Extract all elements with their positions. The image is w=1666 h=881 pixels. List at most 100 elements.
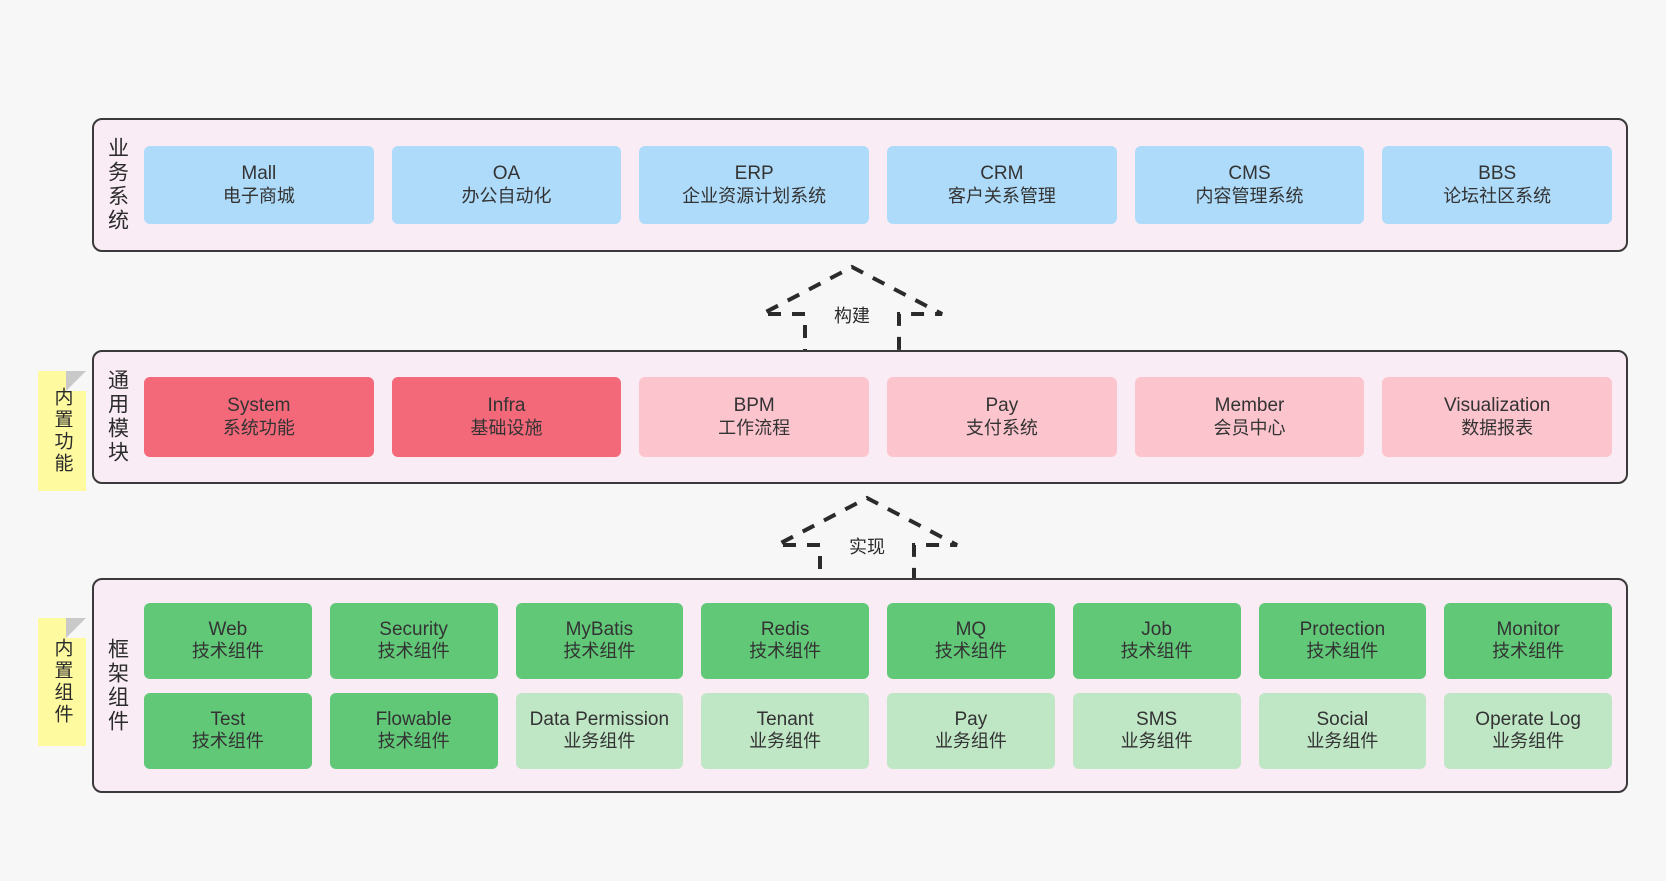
- arrow-build: 构建: [757, 262, 947, 362]
- card-redis[interactable]: Redis 技术组件: [701, 602, 869, 679]
- card-title-cn: 客户关系管理: [947, 185, 1056, 206]
- card-title-en: Mall: [241, 163, 277, 185]
- card-title-cn: 业务组件: [1492, 731, 1565, 752]
- card-data-permission[interactable]: Data Permission 业务组件: [515, 692, 684, 769]
- card-system[interactable]: System 系统功能: [144, 377, 374, 457]
- card-title-en: MyBatis: [565, 618, 634, 640]
- card-title-cn: 系统功能: [222, 417, 295, 438]
- card-title-en: Tenant: [756, 708, 814, 730]
- card-title-en: Job: [1141, 618, 1172, 640]
- card-row-technical: Web 技术组件 Security 技术组件 MyBatis 技术组件 Redi…: [144, 602, 1612, 679]
- sticky-note-builtin-component: 内置组件: [38, 618, 86, 746]
- card-title-cn: 业务组件: [934, 731, 1007, 752]
- card-web[interactable]: Web 技术组件: [144, 602, 312, 679]
- card-title-en: Infra: [487, 395, 526, 417]
- card-title-en: OA: [492, 163, 521, 185]
- layer-business-system: 业务系统 Mall 电子商城 OA 办公自动化 ERP 企业资源计划系统 CRM…: [92, 118, 1628, 252]
- card-row: Mall 电子商城 OA 办公自动化 ERP 企业资源计划系统 CRM 客户关系…: [144, 146, 1613, 224]
- card-title-cn: 技术组件: [191, 731, 264, 752]
- card-title-cn: 技术组件: [1492, 641, 1565, 662]
- card-protection[interactable]: Protection 技术组件: [1258, 602, 1427, 679]
- card-visualization[interactable]: Visualization 数据报表: [1382, 377, 1613, 457]
- card-title-en: Test: [210, 708, 246, 730]
- layer-business-system-body: Mall 电子商城 OA 办公自动化 ERP 企业资源计划系统 CRM 客户关系…: [140, 120, 1626, 250]
- card-title-en: Social: [1316, 708, 1369, 730]
- card-title-cn: 基础设施: [470, 417, 543, 438]
- card-title-en: SMS: [1136, 708, 1178, 730]
- layer-common-module-body: System 系统功能 Infra 基础设施 BPM 工作流程 Pay 支付系统…: [140, 352, 1626, 482]
- card-title-cn: 技术组件: [191, 641, 264, 662]
- layer-business-system-title: 业务系统: [105, 137, 129, 233]
- card-title-cn: 业务组件: [749, 731, 822, 752]
- layer-framework-component-body: Web 技术组件 Security 技术组件 MyBatis 技术组件 Redi…: [140, 580, 1626, 791]
- card-mall[interactable]: Mall 电子商城: [144, 146, 374, 224]
- card-title-en: Pay: [954, 708, 988, 730]
- card-title-en: Data Permission: [529, 708, 670, 730]
- card-title-en: Visualization: [1444, 395, 1551, 417]
- card-sms[interactable]: SMS 业务组件: [1072, 692, 1241, 769]
- card-title-en: Security: [379, 618, 448, 640]
- card-pay-module[interactable]: Pay 支付系统: [887, 377, 1117, 457]
- layer-framework-component-title: 框架组件: [105, 637, 129, 734]
- card-title-cn: 技术组件: [1120, 641, 1193, 662]
- card-title-en: Pay: [985, 395, 1019, 417]
- card-cms[interactable]: CMS 内容管理系统: [1134, 146, 1365, 224]
- layer-common-module: 通用模块 System 系统功能 Infra 基础设施 BPM 工作流程 Pay…: [92, 350, 1628, 484]
- card-bpm[interactable]: BPM 工作流程: [639, 377, 870, 457]
- card-oa[interactable]: OA 办公自动化: [391, 146, 622, 224]
- card-title-cn: 业务组件: [563, 731, 636, 752]
- layer-framework-component: 框架组件 Web 技术组件 Security 技术组件 MyBatis 技术组件…: [92, 578, 1628, 793]
- sticky-note-builtin-feature: 内置功能: [38, 371, 86, 491]
- card-row-business: Test 技术组件 Flowable 技术组件 Data Permission …: [144, 692, 1612, 769]
- card-title-cn: 支付系统: [965, 417, 1038, 438]
- card-member[interactable]: Member 会员中心: [1134, 377, 1365, 457]
- card-test[interactable]: Test 技术组件: [144, 692, 312, 769]
- card-title-en: BBS: [1478, 163, 1517, 185]
- card-title-cn: 技术组件: [377, 731, 450, 752]
- card-title-cn: 内容管理系统: [1195, 185, 1304, 206]
- card-operate-log[interactable]: Operate Log 业务组件: [1444, 692, 1612, 769]
- card-pay-component[interactable]: Pay 业务组件: [887, 692, 1055, 769]
- card-title-cn: 工作流程: [718, 417, 791, 438]
- card-title-en: ERP: [734, 163, 774, 185]
- card-title-en: CRM: [980, 163, 1024, 185]
- card-title-cn: 办公自动化: [461, 185, 552, 206]
- card-title-cn: 技术组件: [749, 641, 822, 662]
- card-mybatis[interactable]: MyBatis 技术组件: [515, 602, 684, 679]
- card-infra[interactable]: Infra 基础设施: [391, 377, 622, 457]
- card-tenant[interactable]: Tenant 业务组件: [701, 692, 869, 769]
- card-title-cn: 技术组件: [563, 641, 636, 662]
- card-title-cn: 论坛社区系统: [1443, 185, 1552, 206]
- layer-common-module-title: 通用模块: [105, 369, 129, 465]
- card-title-cn: 业务组件: [1306, 731, 1379, 752]
- card-security[interactable]: Security 技术组件: [329, 602, 498, 679]
- card-title-cn: 技术组件: [377, 641, 450, 662]
- card-bbs[interactable]: BBS 论坛社区系统: [1382, 146, 1613, 224]
- card-title-en: Member: [1214, 395, 1285, 417]
- sticky-note-label: 内置功能: [51, 387, 73, 475]
- card-row: System 系统功能 Infra 基础设施 BPM 工作流程 Pay 支付系统…: [144, 377, 1613, 457]
- arrow-build-label: 构建: [834, 306, 870, 326]
- card-title-cn: 会员中心: [1213, 417, 1286, 438]
- card-job[interactable]: Job 技术组件: [1072, 602, 1241, 679]
- card-flowable[interactable]: Flowable 技术组件: [329, 692, 498, 769]
- card-title-cn: 企业资源计划系统: [682, 185, 827, 206]
- card-title-en: Operate Log: [1475, 708, 1581, 730]
- card-title-en: Redis: [760, 618, 810, 640]
- card-erp[interactable]: ERP 企业资源计划系统: [639, 146, 870, 224]
- card-monitor[interactable]: Monitor 技术组件: [1444, 602, 1612, 679]
- card-title-cn: 数据报表: [1461, 417, 1534, 438]
- card-title-en: MQ: [955, 618, 987, 640]
- card-mq[interactable]: MQ 技术组件: [887, 602, 1055, 679]
- sticky-note-label: 内置组件: [51, 638, 73, 726]
- card-social[interactable]: Social 业务组件: [1258, 692, 1427, 769]
- card-title-en: Flowable: [375, 708, 452, 730]
- card-crm[interactable]: CRM 客户关系管理: [887, 146, 1117, 224]
- card-title-cn: 业务组件: [1120, 731, 1193, 752]
- arrow-implement-label: 实现: [849, 537, 885, 557]
- card-title-en: Protection: [1299, 618, 1386, 640]
- card-title-cn: 技术组件: [1306, 641, 1379, 662]
- card-title-en: Monitor: [1496, 618, 1560, 640]
- card-title-cn: 技术组件: [934, 641, 1007, 662]
